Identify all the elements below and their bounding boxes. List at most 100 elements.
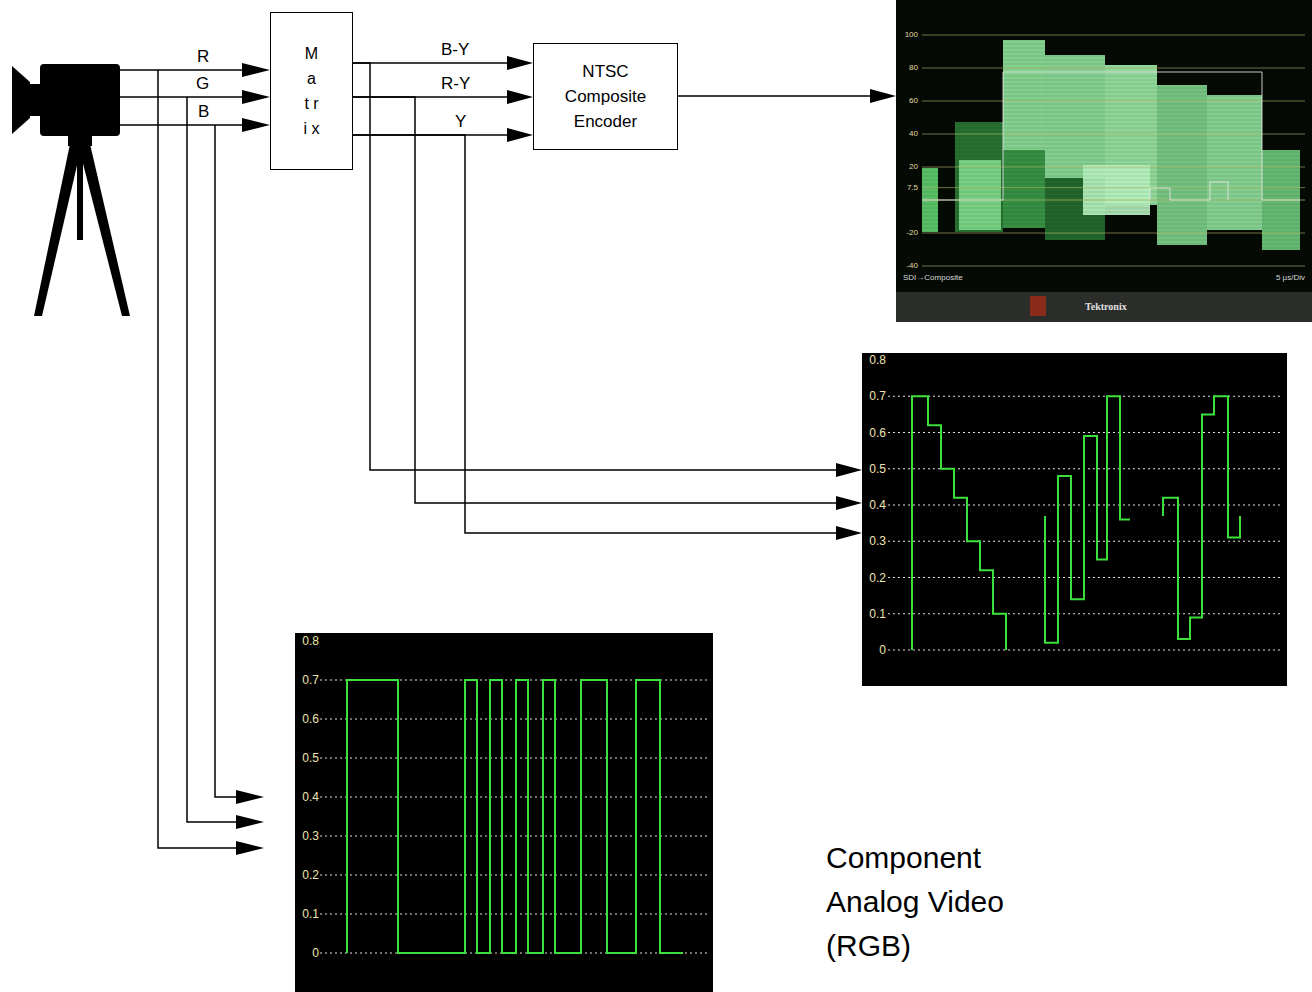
axis-tick-label: 0 [297, 946, 319, 960]
box-label: M a t r i x [304, 41, 320, 141]
arrowhead [236, 790, 264, 804]
signal-label: R-Y [441, 74, 470, 94]
arrowhead [242, 118, 270, 132]
scan-texture [920, 232, 1302, 233]
connector [353, 97, 862, 510]
scan-texture [920, 40, 1302, 41]
waveform-bar [1207, 95, 1262, 230]
scan-texture [920, 104, 1302, 105]
arrowhead [236, 815, 264, 829]
axis-tick-label: 0.4 [864, 498, 886, 512]
matrix-box: M a t r i x [270, 12, 353, 170]
wire [120, 124, 244, 126]
screen-label: 5 µs/Div [1276, 272, 1305, 283]
scan-texture [920, 92, 1302, 93]
arrowhead [507, 90, 533, 104]
scan-texture [920, 108, 1302, 109]
scan-texture [920, 244, 1302, 245]
scan-texture [920, 164, 1302, 165]
arrowhead [236, 841, 264, 855]
scan-texture [920, 48, 1302, 49]
scan-texture [920, 208, 1302, 209]
tripod-leg [78, 144, 130, 316]
scan-texture [920, 176, 1302, 177]
signal-label: R [197, 47, 209, 67]
scan-texture [920, 144, 1302, 145]
brand-label: Tektronix [1085, 300, 1127, 313]
scan-texture [920, 124, 1302, 125]
wire [215, 125, 238, 797]
axis-tick-label: 0.2 [297, 868, 319, 882]
waveform-bar [1003, 40, 1045, 150]
connector [678, 89, 896, 103]
scan-texture [920, 128, 1302, 129]
scan-texture [920, 64, 1302, 65]
scan-texture [920, 44, 1302, 45]
rgb-wires [120, 70, 244, 848]
scan-texture [920, 156, 1302, 157]
scan-texture [920, 80, 1302, 81]
signal-label: Y [455, 112, 466, 132]
axis-tick-label: 0.5 [864, 462, 886, 476]
camera-icon [12, 64, 130, 316]
waveform-bar [955, 122, 1003, 232]
scan-texture [920, 172, 1302, 173]
arrowhead [242, 63, 270, 77]
axis-tick-label: 0.6 [297, 712, 319, 726]
scan-texture [920, 76, 1302, 77]
axis-tick-label: 0.1 [864, 607, 886, 621]
scan-texture [920, 248, 1302, 249]
scan-texture [920, 100, 1302, 101]
scan-texture [920, 116, 1302, 117]
scan-texture [920, 216, 1302, 217]
graticule-line [888, 650, 1280, 651]
scan-texture [920, 240, 1302, 241]
camera-lens [12, 66, 30, 134]
composite-screen [896, 0, 1312, 322]
scope-screen [295, 633, 713, 992]
connector-line [678, 95, 870, 97]
connector-line [353, 62, 507, 64]
camera-body [40, 64, 120, 136]
scan-texture [920, 136, 1302, 137]
axis-tick-label: 0.8 [864, 353, 886, 367]
graticule-line [922, 233, 1305, 234]
scan-texture [920, 220, 1302, 221]
arrowhead [870, 89, 896, 103]
axis-tick-label: -20 [898, 228, 918, 238]
signal-label: B [198, 102, 209, 122]
scan-texture [920, 180, 1302, 181]
scan-texture [920, 224, 1302, 225]
scan-texture [920, 96, 1302, 97]
waveform-trace [912, 396, 1006, 650]
scan-texture [920, 120, 1302, 121]
graticule-line [922, 68, 1305, 69]
scan-texture [920, 192, 1302, 193]
arrowhead [507, 56, 533, 70]
axis-tick-label: 80 [898, 63, 918, 73]
scan-texture [920, 140, 1302, 141]
scan-texture [920, 196, 1302, 197]
scan-texture [920, 160, 1302, 161]
arrowhead [836, 463, 862, 477]
axis-tick-label: 0.3 [864, 534, 886, 548]
luminance-trace [1150, 182, 1228, 200]
caption-text: Component Analog Video (RGB) [826, 836, 1036, 968]
status-icon [1030, 296, 1046, 316]
arrowhead [836, 526, 862, 540]
scan-texture [920, 52, 1302, 53]
scan-texture [920, 184, 1302, 185]
encoder-box: NTSC Composite Encoder [533, 43, 678, 150]
axis-tick-label: 0.5 [297, 751, 319, 765]
scan-texture [920, 88, 1302, 89]
axis-tick-label: 0.2 [864, 571, 886, 585]
connector-line [353, 97, 836, 503]
waveform-monitor: 100806040207.5-20-40SDI→Composite5 µs/Di… [896, 0, 1312, 322]
graticule-line [888, 613, 1280, 614]
scan-texture [920, 56, 1302, 57]
axis-tick-label: 60 [898, 96, 918, 106]
axis-tick-label: 0.7 [864, 389, 886, 403]
signal-label: G [196, 74, 209, 94]
camera-lens [28, 84, 42, 116]
